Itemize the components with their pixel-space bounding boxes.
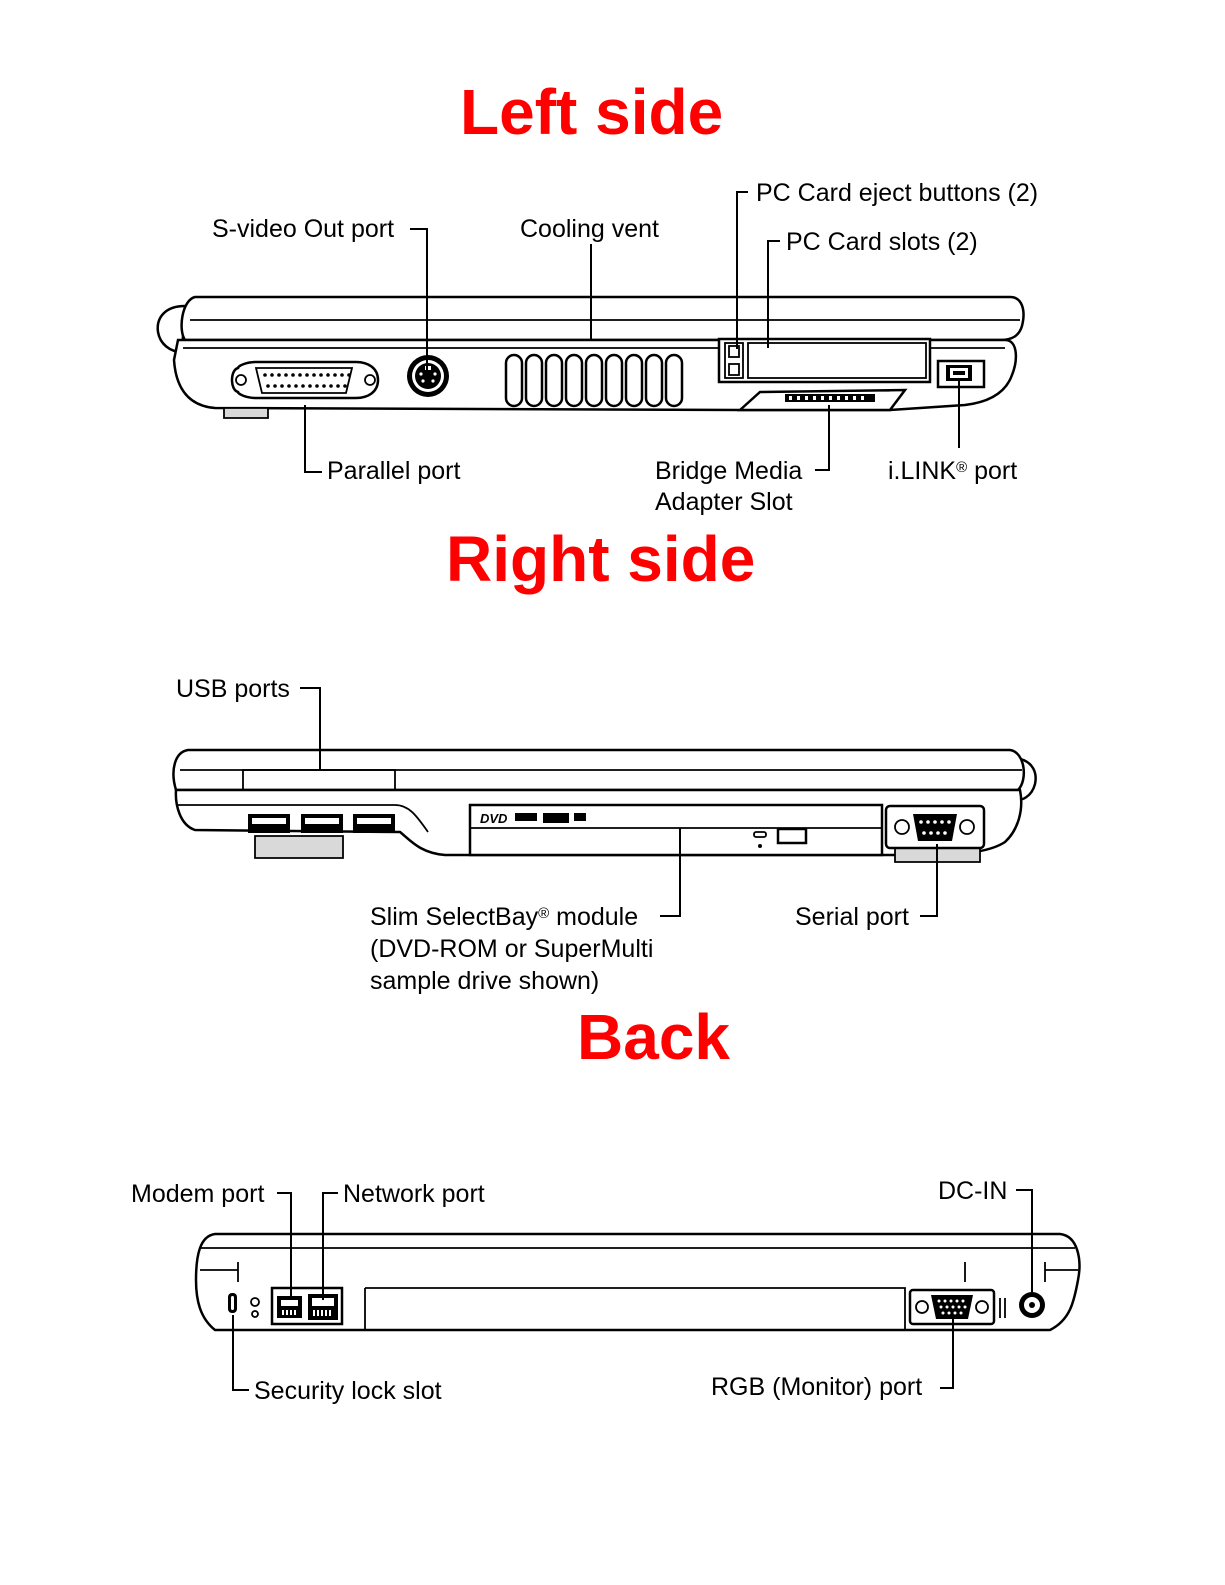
modem-network-ports-icon: [270, 1286, 344, 1326]
back-title: Back: [577, 1001, 730, 1073]
ilink-text: i.LINK: [888, 457, 957, 485]
left-side-title: Left side: [460, 76, 724, 148]
label-modem-port: Modem port: [131, 1180, 265, 1208]
pc-card-slot-icon: [717, 337, 932, 384]
cooling-vent-icon: [504, 353, 684, 408]
right-side-view: DVD: [172, 687, 1037, 917]
label-cooling-vent: Cooling vent: [520, 215, 659, 243]
rgb-monitor-port-icon: [908, 1288, 996, 1326]
ilink-registered-mark: ®: [956, 459, 968, 476]
dvd-logo: DVD: [480, 811, 508, 826]
label-bridge-media-line2: Adapter Slot: [655, 488, 793, 516]
bridge-media-slot-icon: [736, 388, 908, 412]
label-pc-card-eject-buttons: PC Card eject buttons (2): [756, 179, 1039, 207]
right-side-title: Right side: [446, 523, 756, 595]
label-dc-in: DC-IN: [938, 1177, 1008, 1205]
slim-registered-mark: ®: [538, 905, 550, 922]
label-rgb-monitor-port: RGB (Monitor) port: [711, 1373, 923, 1401]
serial-port-icon: [884, 804, 986, 850]
back-view: [194, 1189, 1081, 1391]
label-parallel-port: Parallel port: [327, 457, 461, 485]
label-serial-port: Serial port: [795, 903, 909, 931]
ilink-suffix: port: [967, 457, 1018, 485]
dc-in-jack-icon: [1019, 1292, 1045, 1318]
label-svideo-out-port: S-video Out port: [212, 215, 395, 243]
usb-ports-icon: [248, 814, 395, 833]
slim-selectbay-text: Slim SelectBay: [370, 903, 539, 931]
label-pc-card-slots: PC Card slots (2): [786, 228, 978, 256]
parallel-port-icon: [230, 360, 380, 400]
label-slim-selectbay-line3: sample drive shown): [370, 967, 600, 995]
slim-selectbay-drive-icon: DVD: [468, 803, 884, 857]
label-ilink-port: i.LINK® port: [888, 455, 1017, 487]
label-network-port: Network port: [343, 1180, 485, 1208]
label-slim-selectbay-line2: (DVD-ROM or SuperMulti: [370, 935, 654, 963]
left-side-view: [156, 191, 1025, 473]
label-usb-ports: USB ports: [176, 675, 290, 703]
ilink-port-icon: [936, 359, 986, 389]
label-bridge-media-line1: Bridge Media: [655, 457, 803, 485]
label-security-lock-slot: Security lock slot: [254, 1377, 442, 1405]
label-slim-selectbay-line1: Slim SelectBay® module: [370, 901, 638, 933]
slim-suffix: module: [549, 903, 639, 931]
